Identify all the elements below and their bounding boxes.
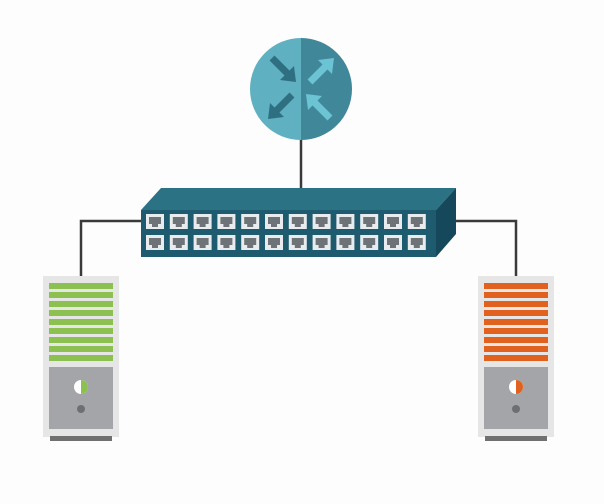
server-slot xyxy=(484,292,548,298)
server-slot xyxy=(484,328,548,334)
switch-port-socket xyxy=(244,238,257,248)
switch-port-socket xyxy=(315,238,328,248)
server-slot xyxy=(484,319,548,325)
switch-port-socket xyxy=(172,217,185,227)
switch-port-socket xyxy=(339,217,352,227)
server-slot xyxy=(49,355,113,361)
switch-port-socket xyxy=(291,238,304,248)
switch-port-socket xyxy=(149,217,161,227)
server-left-lower-panel xyxy=(49,367,113,429)
server-right-lower-panel xyxy=(484,367,548,429)
server-slot xyxy=(49,346,113,352)
switch-port-socket xyxy=(315,217,328,227)
server-left-slots xyxy=(49,283,113,361)
server-slot xyxy=(49,319,113,325)
server-slot xyxy=(49,283,113,289)
server-left-base xyxy=(50,436,112,441)
server-slot xyxy=(484,301,548,307)
server-slot xyxy=(49,310,113,316)
server-right-power-icon xyxy=(509,380,523,394)
switch-port-socket xyxy=(268,217,280,227)
server-right-led xyxy=(512,405,520,413)
router-arrows-right xyxy=(306,58,334,121)
switch-port-socket xyxy=(220,238,233,248)
switch-port-socket xyxy=(410,238,423,248)
router-right-half xyxy=(301,38,352,140)
server-left-power-icon xyxy=(74,380,88,394)
switch-port-socket xyxy=(387,217,399,227)
switch-port-socket xyxy=(363,238,376,248)
switch-icon xyxy=(141,188,456,257)
server-slot xyxy=(49,292,113,298)
switch-port-socket xyxy=(268,238,280,248)
switch-port-socket xyxy=(172,238,185,248)
server-left-led xyxy=(77,405,85,413)
switch-port-socket xyxy=(339,238,352,248)
switch-port-socket xyxy=(196,238,209,248)
link-switch-server-left xyxy=(79,219,154,278)
switch-port-socket xyxy=(244,217,257,227)
server-slot xyxy=(484,283,548,289)
switch-top-face xyxy=(141,188,456,210)
switch-port-socket xyxy=(291,217,304,227)
router-left-half xyxy=(250,38,301,140)
switch-port-socket xyxy=(196,217,209,227)
server-slot xyxy=(49,337,113,343)
server-slot xyxy=(49,301,113,307)
router-arrows xyxy=(268,55,296,119)
switch-port-socket xyxy=(149,238,161,248)
server-slot xyxy=(49,328,113,334)
switch-port-socket xyxy=(387,238,399,248)
switch-port-socket xyxy=(410,217,423,227)
server-right-base xyxy=(485,436,547,441)
router-icon xyxy=(250,38,352,140)
server-left xyxy=(43,276,119,441)
server-slot xyxy=(484,337,548,343)
server-right-slots xyxy=(484,283,548,361)
server-slot xyxy=(484,346,548,352)
server-right xyxy=(478,276,554,441)
switch-ports xyxy=(146,214,426,250)
switch-side-face xyxy=(436,188,456,257)
server-slot xyxy=(484,355,548,361)
server-slot xyxy=(484,310,548,316)
switch-port-socket xyxy=(220,217,233,227)
switch-port-socket xyxy=(363,217,376,227)
